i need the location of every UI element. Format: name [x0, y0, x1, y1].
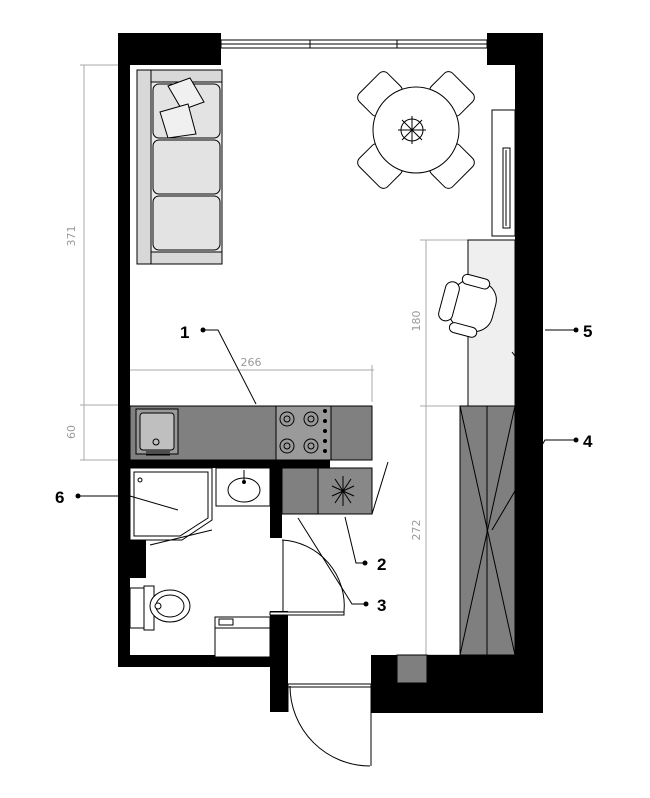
dim-living-height: 371	[65, 226, 78, 247]
callout-2-label: 2	[377, 555, 386, 574]
callout-1: 1	[180, 323, 257, 405]
callout-3-label: 3	[377, 596, 386, 615]
callout-1-label: 1	[180, 323, 189, 342]
callout-5-label: 5	[583, 322, 592, 341]
washing-machine	[214, 616, 271, 658]
dining-chair	[357, 71, 475, 189]
kitchen-counter	[129, 405, 373, 461]
callout-6: 6	[55, 488, 179, 511]
callout-2: 2	[344, 516, 386, 574]
shower	[129, 467, 213, 546]
dim-desk-length: 180	[410, 311, 423, 332]
callout-5: 5	[545, 322, 592, 341]
dim-wardrobe-length: 272	[410, 520, 423, 541]
tv-unit	[491, 109, 516, 237]
office-chair	[438, 273, 497, 338]
callout-3: 3	[297, 517, 386, 615]
callout-4-label: 4	[583, 432, 593, 451]
dim-kitchen-width: 266	[241, 356, 262, 369]
wardrobe	[459, 405, 516, 656]
entry-step	[396, 654, 428, 684]
callout-6-label: 6	[55, 488, 64, 507]
dining-table	[357, 71, 475, 189]
sofa	[136, 69, 223, 265]
toilet	[129, 585, 191, 631]
bathroom-sink	[215, 467, 271, 507]
entry-door	[287, 683, 372, 767]
bathroom-door	[269, 539, 345, 616]
callout-4: 4	[491, 432, 593, 531]
window	[220, 39, 488, 49]
stove-burner	[279, 411, 319, 454]
kitchen-cabinet	[281, 461, 389, 515]
dim-kitchen-depth: 60	[65, 425, 78, 439]
